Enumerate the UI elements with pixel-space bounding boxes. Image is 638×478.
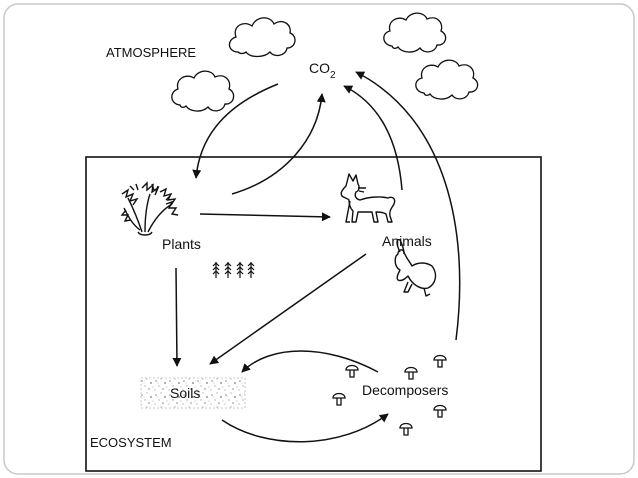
ecosystem-label: ECOSYSTEM [90, 435, 172, 450]
decomposers-label: Decomposers [362, 382, 448, 398]
plant-shrub-icon [120, 181, 179, 236]
arrow-animals-to-soils [209, 253, 367, 365]
cloud-icon [383, 12, 447, 53]
cloud-icon [228, 17, 296, 58]
arrow-co2-to-plants [192, 83, 279, 179]
wolf-icon [340, 173, 396, 223]
mushroom-icon [404, 366, 418, 380]
arrow-decomposers-to-co2 [355, 71, 461, 341]
cloud-icon [171, 70, 235, 112]
mushroom-icon [433, 354, 447, 368]
mushroom-icon [433, 404, 447, 418]
arrow-soils-to-decomposers [221, 413, 389, 443]
soils-label: Soils [170, 385, 200, 401]
arrow-plants-to-animals [199, 212, 331, 222]
arrow-plants-to-soils [172, 267, 182, 367]
atmosphere-label: ATMOSPHERE [106, 45, 196, 60]
co2-label: CO2 [309, 60, 336, 81]
mushroom-icon [345, 364, 359, 378]
ecosystem-box [85, 156, 542, 472]
soils-texture [140, 377, 246, 409]
grass-sprouts-icon [212, 262, 255, 278]
arrow-plants-to-co2 [231, 93, 326, 195]
animals-label: Animals [382, 233, 432, 249]
arrow-decomposers-to-soils [241, 350, 379, 373]
mushroom-icon [399, 422, 413, 436]
arrow-animals-to-co2 [343, 85, 403, 191]
rabbit-icon [394, 238, 437, 297]
mushroom-icon [332, 392, 346, 406]
plants-label: Plants [162, 236, 201, 252]
cloud-icon [415, 59, 479, 100]
slide-frame [3, 3, 635, 475]
